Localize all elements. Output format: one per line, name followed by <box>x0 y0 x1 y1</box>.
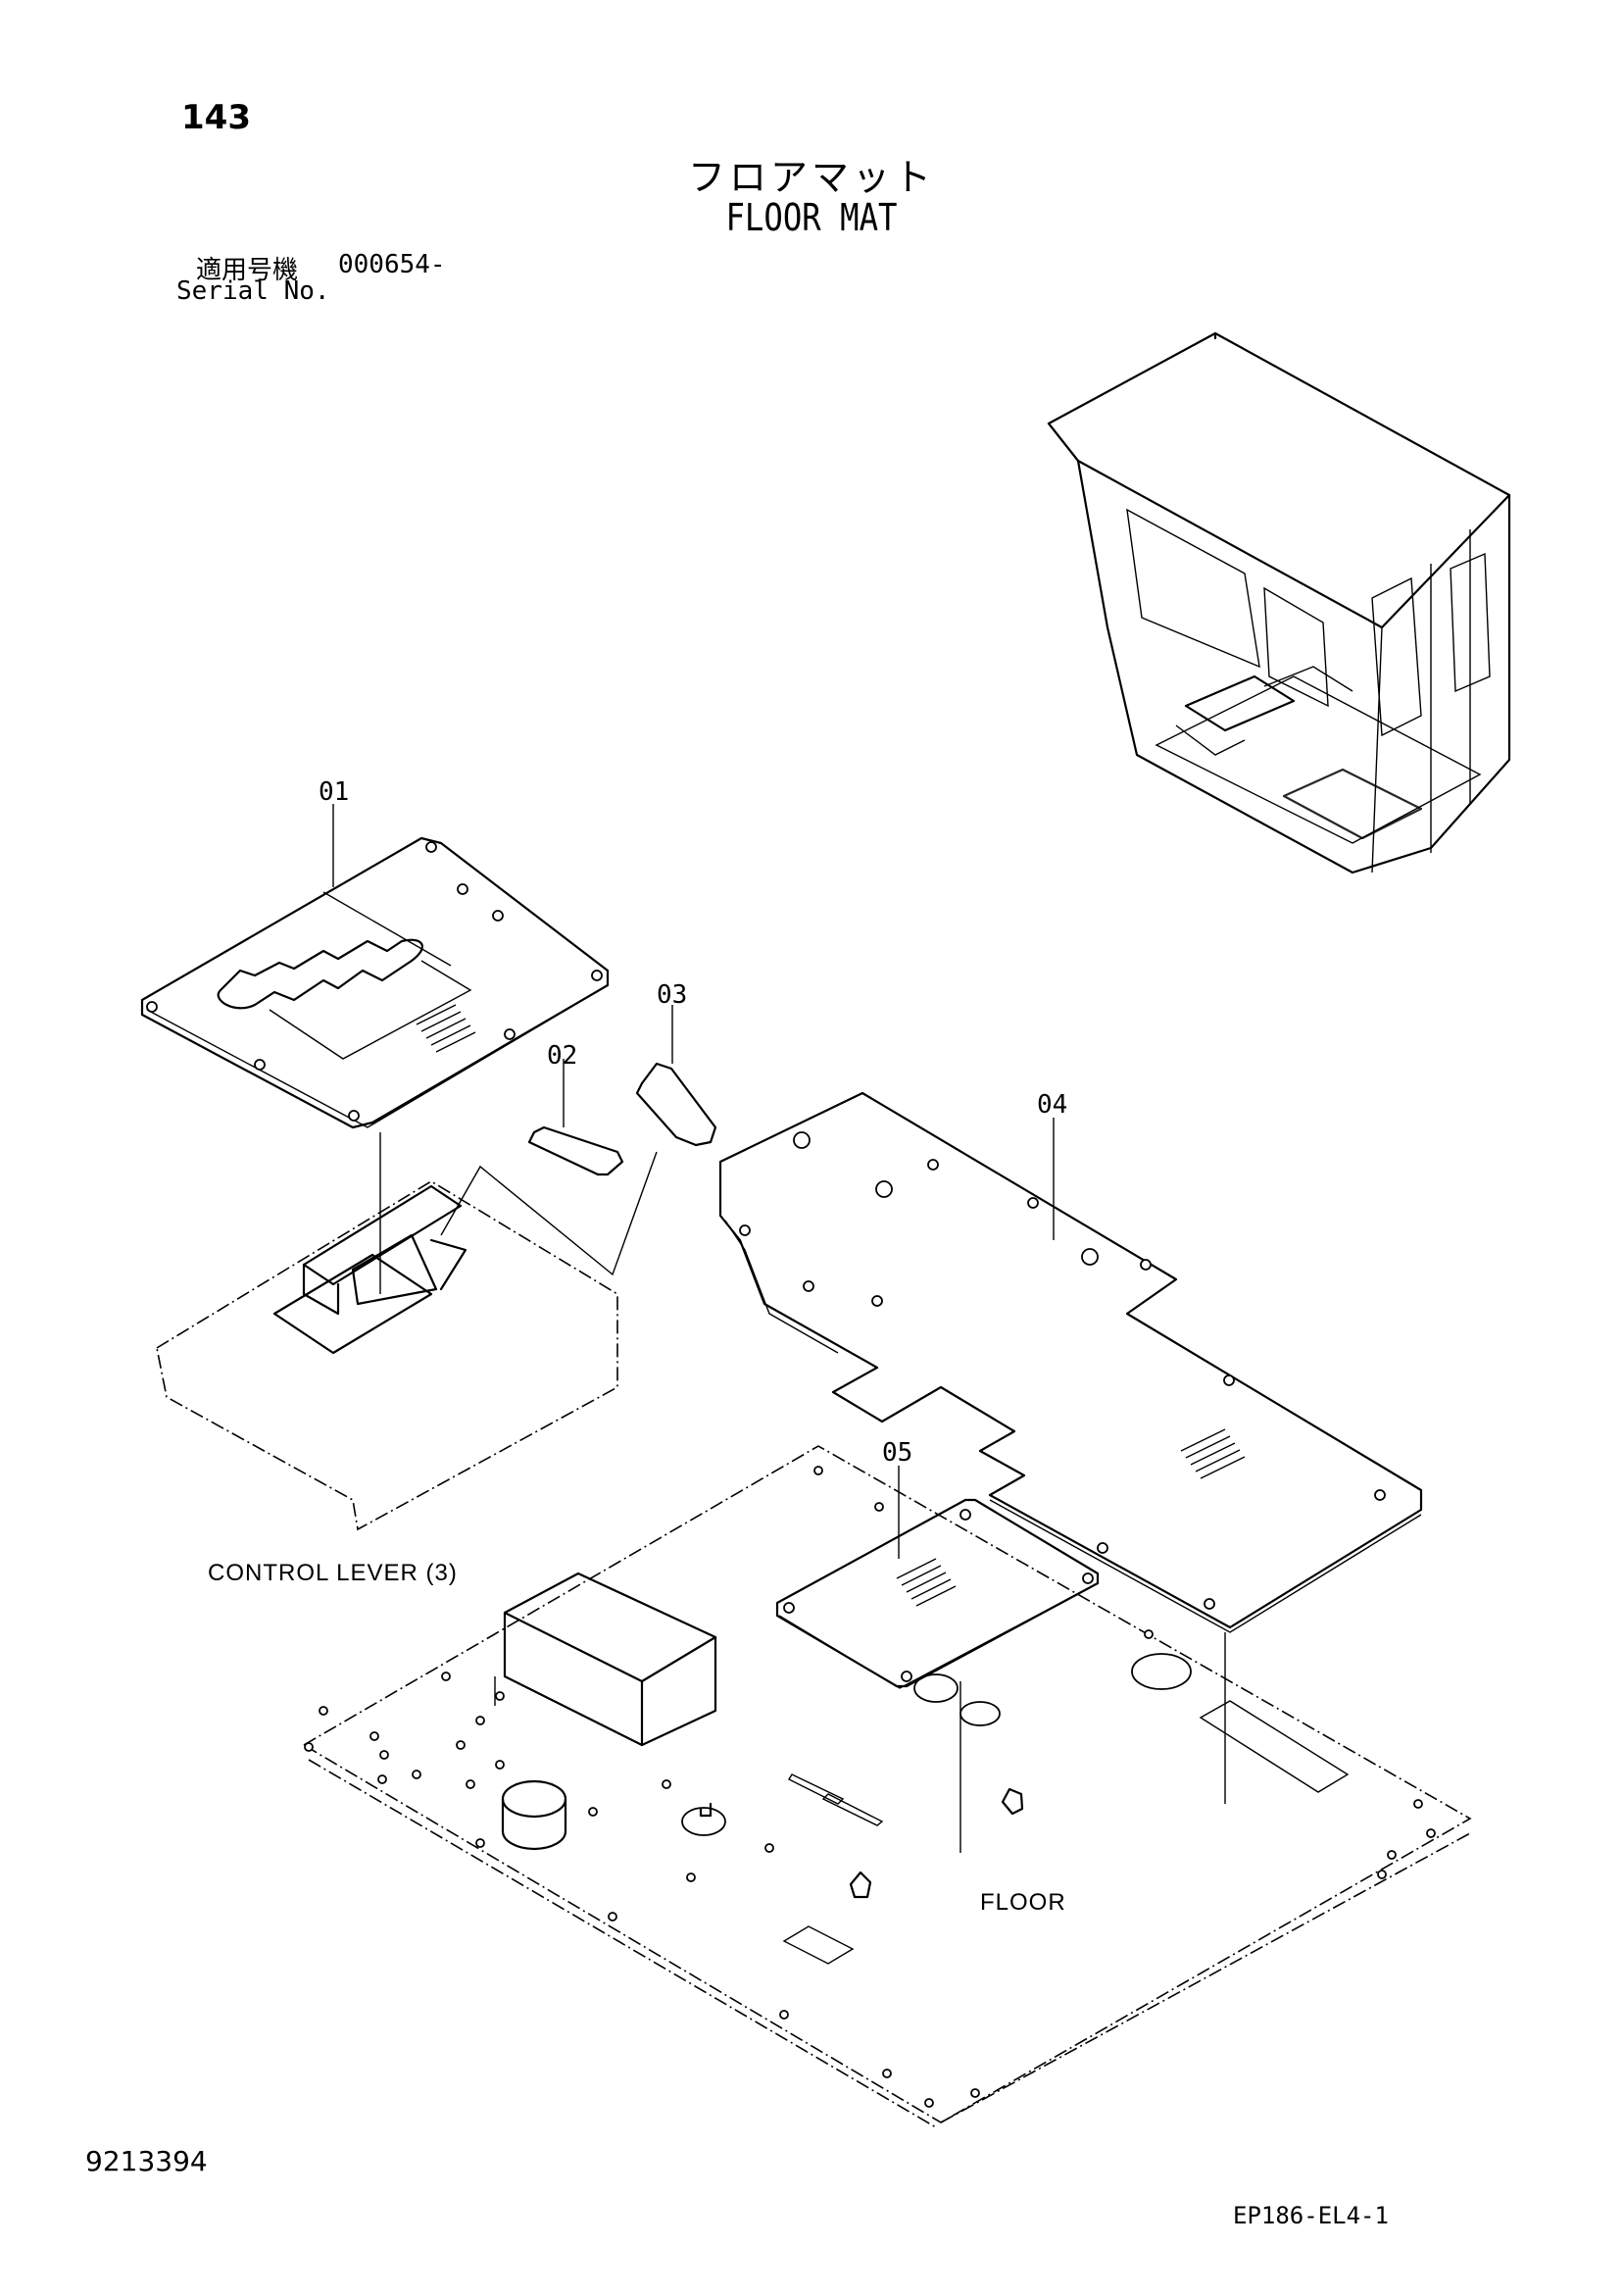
document-number: 9213394 <box>85 2145 208 2177</box>
page-number: 143 <box>181 98 251 137</box>
part-04-floor-mat: 04 <box>718 1090 1423 1633</box>
page-title-japanese: フロアマット <box>687 156 935 199</box>
control-lever-cover: CONTROL LEVER (3) <box>156 1132 618 1586</box>
drawing-code: EP186-EL4-1 <box>1233 2202 1389 2229</box>
page-title-english: FLOOR MAT <box>725 196 898 239</box>
part-05-small-mat: 05 <box>775 1438 1100 1689</box>
floor-plate <box>302 1445 1472 2128</box>
floor-reference: FLOOR <box>980 1889 1066 1916</box>
callout-03: 03 <box>657 980 687 1010</box>
callout-05: 05 <box>882 1438 912 1468</box>
callout-02: 02 <box>547 1041 577 1071</box>
callout-01: 01 <box>319 777 349 807</box>
part-03-pad: 03 <box>635 980 717 1147</box>
control-lever-reference: CONTROL LEVER (3) <box>208 1560 458 1586</box>
part-02-pad: 02 <box>527 1041 624 1176</box>
cab-overview <box>1047 331 1511 874</box>
callout-04: 04 <box>1037 1090 1067 1120</box>
serial-label-english: Serial No. <box>176 276 330 306</box>
part-01-console-mat: 01 <box>140 777 610 1129</box>
serial-value: 000654- <box>338 250 446 279</box>
serial-label-japanese: 適用号機 <box>196 256 299 285</box>
